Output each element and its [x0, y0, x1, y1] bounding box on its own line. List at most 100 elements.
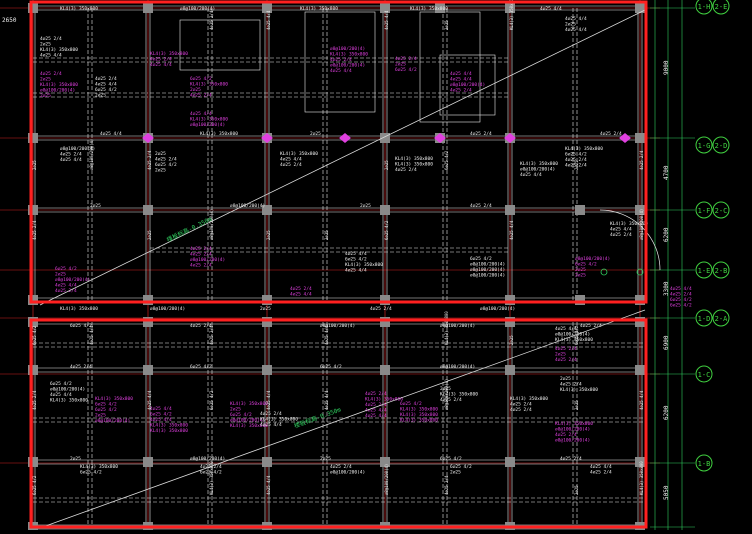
beam-annotation: 4⌀25 2/4: [40, 36, 62, 42]
beam-span-label: ⌀8@100/200(4): [480, 306, 515, 312]
column: [262, 457, 272, 467]
column-marker: [504, 133, 516, 143]
axis-bubble-1H[interactable]: 1-H: [695, 0, 713, 15]
svg-text:1-G: 1-G: [698, 142, 711, 150]
beam-annotation: 4⌀25 4/4: [555, 326, 577, 332]
column: [505, 317, 515, 327]
beam-annotation: KL4(3) 350x800: [395, 156, 433, 162]
column: [262, 3, 272, 13]
beam-span-label: 4⌀25 2/4: [470, 203, 492, 209]
beam-annotation: 4⌀25 4/4: [60, 157, 82, 163]
beam-annotation: KL4(3) 350x800: [565, 146, 603, 152]
beam-annotation: 6⌀25 4/2: [670, 297, 692, 303]
beam-annotation: 4⌀25 4/4: [520, 172, 542, 178]
axis-bubble-2D[interactable]: 2-D: [712, 136, 730, 154]
column: [505, 295, 515, 305]
beam-annotation: KL4(3) 350x800: [330, 52, 368, 58]
selection-box-lower[interactable]: [29, 318, 648, 529]
beam-annotation: KL4(3) 350x800: [555, 421, 593, 427]
beam-vertical-label: KL4(3) 350x800: [509, 0, 514, 30]
beam-vertical-label: 4⌀25 4/4: [324, 325, 329, 345]
beam-vertical-label: ⌀8@100/200(4): [639, 209, 644, 240]
svg-text:2-D: 2-D: [715, 142, 728, 150]
beam-span-label: 4⌀25 4/4: [540, 6, 562, 12]
beam-annotation: 2⌀25: [555, 352, 566, 358]
beam-annotation: 4⌀25 2/4: [365, 402, 387, 408]
beam-annotation: 2⌀25: [95, 413, 106, 419]
beam-span-label: 2⌀25: [310, 131, 321, 137]
beam-span-label: 6⌀25 4/2: [320, 364, 342, 370]
beam-vertical-label: 2⌀25: [384, 160, 389, 170]
diagonal-line-upper: [39, 9, 646, 306]
beam-annotation: 6⌀25 4/2: [670, 303, 692, 309]
beam-span-label: 2⌀25: [70, 456, 81, 462]
beam-span-label: 6⌀25 4/2: [190, 364, 212, 370]
axis-bubble-2E[interactable]: 2-E: [712, 0, 730, 15]
beam-annotation: 4⌀25 2/4: [95, 76, 117, 82]
beam-annotation: 4⌀25 4/4: [565, 27, 587, 33]
beam-span-label: ⌀8@100/200(4): [440, 364, 475, 370]
beam-annotation: 4⌀25 4/4: [450, 71, 472, 77]
beam-annotation: 6⌀25 4/2: [200, 470, 222, 476]
beam-annotation: KL4(3) 350x800: [400, 412, 438, 418]
beam-span-label: 4⌀25 4/4: [100, 131, 122, 137]
beam-annotation: KL4(3) 350x800: [610, 221, 648, 227]
dimension-4: 3300: [663, 281, 670, 296]
column-marker: [619, 133, 631, 143]
beam-vertical-label: KL4(3) 350x800: [209, 461, 214, 495]
column: [143, 295, 153, 305]
axis-bubble-1G[interactable]: 1-G: [695, 136, 713, 154]
svg-text:1-D: 1-D: [698, 315, 711, 323]
beam-span-label: ⌀8@100/200(4): [440, 323, 475, 329]
beam-annotation: KL4(3) 350x800: [365, 397, 403, 403]
column: [28, 133, 38, 143]
beam-vertical-label: 4⌀25 4/4: [266, 475, 271, 495]
axis-bubble-2A[interactable]: 2-A: [712, 309, 730, 327]
beam-annotation: 4⌀25 2/4: [190, 246, 212, 252]
beam-annotation: 6⌀25 4/2: [95, 402, 117, 408]
beam-annotation: 2⌀25: [95, 93, 106, 99]
beam-span-label: 2⌀25: [260, 306, 271, 312]
column: [635, 133, 645, 143]
beam-vertical-label: KL4(3) 350x800: [639, 461, 644, 495]
beam-annotation: 4⌀25 4/4: [150, 406, 172, 412]
column: [635, 365, 645, 375]
axis-bubble-1B[interactable]: 1-B: [695, 454, 713, 472]
column: [28, 3, 38, 13]
beam-vertical-label: 4⌀25 4/4: [147, 390, 152, 410]
dimension-7: 5050: [663, 485, 670, 500]
marker-circle: [600, 268, 608, 276]
column: [28, 317, 38, 327]
room-outline: [179, 19, 261, 71]
beam-annotation: 6⌀25 4/2: [230, 412, 252, 418]
beam-annotation: 4⌀25 4/4: [565, 16, 587, 22]
beam-annotation: KL4(3) 350x800: [190, 82, 228, 88]
axis-bubble-1D[interactable]: 1-D: [695, 309, 713, 327]
column: [635, 205, 645, 215]
beam-annotation: 4⌀25 2/4: [290, 286, 312, 292]
axis-bubble-2B[interactable]: 2-B: [712, 261, 730, 279]
axis-bubble-2C[interactable]: 2-C: [712, 201, 730, 219]
axis-bubble-1F[interactable]: 1-F: [695, 201, 713, 219]
beam-annotation: 4⌀25 4/4: [280, 157, 302, 163]
beam-annotation: 4⌀25 4/4: [365, 408, 387, 414]
beam-vertical-label: 4⌀25 2/4: [32, 390, 37, 410]
beam-annotation: 6⌀25 4/2: [95, 87, 117, 93]
column: [143, 457, 153, 467]
column: [380, 205, 390, 215]
beam-annotation: KL4(3) 350x800: [400, 407, 438, 413]
selection-box-upper[interactable]: [29, 0, 648, 304]
beam-annotation: KL4(3) 350x800: [150, 51, 188, 57]
beam-annotation: 4⌀25 4/4: [150, 62, 172, 68]
beam-span-label: 6⌀25 4/2: [70, 323, 92, 329]
beam-span-label: 4⌀25 2/4: [190, 323, 212, 329]
axis-bubble-1C[interactable]: 1-C: [695, 365, 713, 383]
column: [262, 295, 272, 305]
column: [28, 205, 38, 215]
top-left-dimension: 2650: [2, 17, 17, 24]
beam-annotation: ⌀8@100/200(4): [575, 256, 610, 262]
beam-annotation: 6⌀25 4/2: [190, 76, 212, 82]
column-marker: [434, 133, 446, 143]
axis-bubble-1E[interactable]: 1-E: [695, 261, 713, 279]
